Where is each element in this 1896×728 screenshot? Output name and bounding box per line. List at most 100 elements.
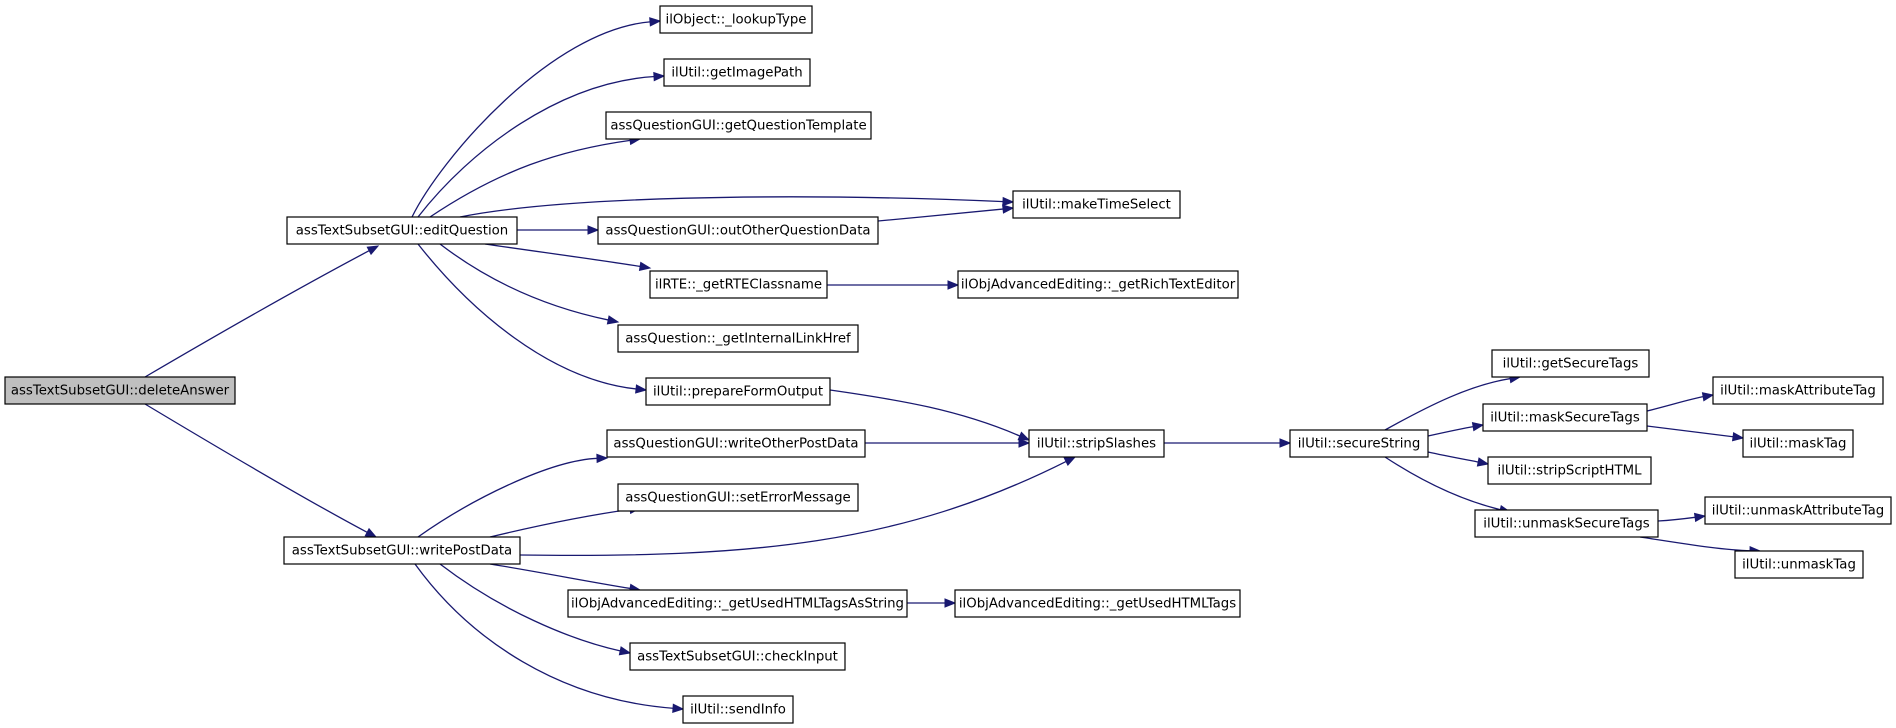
node-writePostData[interactable]: assTextSubsetGUI::writePostData	[283, 536, 521, 565]
edge-stripSlashes-to-secureString	[1164, 438, 1292, 448]
node-unmaskAttributeTag[interactable]: ilUtil::unmaskAttributeTag	[1704, 496, 1892, 525]
node-sendInfo[interactable]: ilUtil::sendInfo	[682, 695, 794, 724]
node-outOtherQuestionData[interactable]: assQuestionGUI::outOtherQuestionData	[597, 216, 879, 245]
edge-secureString-to-getSecureTags-line	[1384, 377, 1512, 431]
node-stripScriptHTML[interactable]: ilUtil::stripScriptHTML	[1487, 456, 1652, 485]
node-getImagePath[interactable]: ilUtil::getImagePath	[663, 58, 811, 87]
edge-editQuestion-to-getQuestionTemplate-line	[429, 139, 632, 218]
node-unmaskTag[interactable]: ilUtil::unmaskTag	[1734, 550, 1864, 579]
node-box-sendInfo[interactable]	[682, 695, 794, 724]
node-label-unmaskSecureTags: ilUtil::unmaskSecureTags	[1483, 517, 1649, 532]
node-label-checkInput: assTextSubsetGUI::checkInput	[637, 650, 838, 665]
node-checkInput[interactable]: assTextSubsetGUI::checkInput	[629, 642, 846, 671]
node-secureString[interactable]: ilUtil::secureString	[1289, 429, 1429, 458]
node-makeTimeSelect[interactable]: ilUtil::makeTimeSelect	[1012, 190, 1181, 219]
node-box-getQuestionTemplate[interactable]	[605, 111, 872, 140]
node-editQuestion[interactable]: assTextSubsetGUI::editQuestion	[286, 216, 518, 245]
edge-editQuestion-to-getRTEClassname	[484, 243, 652, 272]
edge-editQuestion-to-outOtherQuestionData-arrowhead	[587, 225, 600, 235]
node-label-outOtherQuestionData: assQuestionGUI::outOtherQuestionData	[605, 224, 870, 239]
edge-deleteAnswer-to-writePostData-arrowhead	[364, 527, 378, 538]
node-getUsedHTMLTagsAsString[interactable]: ilObjAdvancedEditing::_getUsedHTMLTagsAs…	[567, 589, 908, 618]
node-getUsedHTMLTags[interactable]: ilObjAdvancedEditing::_getUsedHTMLTags	[954, 589, 1241, 618]
edge-writeOtherPostData-to-stripSlashes	[865, 438, 1031, 448]
node-getRTEClassname[interactable]: ilRTE::_getRTEClassname	[649, 270, 828, 299]
node-box-getSecureTags[interactable]	[1491, 349, 1650, 378]
node-box-maskAttributeTag[interactable]	[1712, 376, 1884, 405]
node-label-maskTag: ilUtil::maskTag	[1750, 437, 1847, 452]
node-label-getSecureTags: ilUtil::getSecureTags	[1503, 357, 1639, 372]
node-box-unmaskSecureTags[interactable]	[1474, 509, 1659, 538]
edge-deleteAnswer-to-writePostData	[144, 403, 378, 538]
edge-editQuestion-to-lookupType-line	[411, 21, 652, 218]
node-stripSlashes[interactable]: ilUtil::stripSlashes	[1028, 429, 1165, 458]
node-label-maskAttributeTag: ilUtil::maskAttributeTag	[1720, 384, 1876, 399]
node-setErrorMessage[interactable]: assQuestionGUI::setErrorMessage	[617, 483, 859, 512]
node-label-secureString: ilUtil::secureString	[1298, 437, 1421, 452]
node-box-secureString[interactable]	[1289, 429, 1429, 458]
node-box-setErrorMessage[interactable]	[617, 483, 859, 512]
node-label-getUsedHTMLTags: ilObjAdvancedEditing::_getUsedHTMLTags	[959, 597, 1236, 612]
edge-unmaskSecureTags-to-unmaskAttributeTag-arrowhead	[1693, 512, 1707, 523]
node-box-unmaskTag[interactable]	[1734, 550, 1864, 579]
edge-editQuestion-to-getImagePath-line	[417, 75, 656, 218]
node-box-prepareFormOutput[interactable]	[645, 377, 831, 406]
node-label-makeTimeSelect: ilUtil::makeTimeSelect	[1022, 198, 1171, 213]
node-getInternalLinkHref[interactable]: assQuestion::_getInternalLinkHref	[617, 324, 859, 353]
edge-writePostData-to-sendInfo-line	[414, 563, 675, 709]
node-maskSecureTags[interactable]: ilUtil::maskSecureTags	[1482, 403, 1648, 432]
node-label-stripSlashes: ilUtil::stripSlashes	[1037, 437, 1156, 452]
edge-maskSecureTags-to-maskAttributeTag-arrowhead	[1701, 392, 1715, 402]
node-label-setErrorMessage: assQuestionGUI::setErrorMessage	[625, 491, 850, 506]
edge-getRTEClassname-to-getRichTextEditor-arrowhead	[947, 280, 960, 290]
node-box-stripScriptHTML[interactable]	[1487, 456, 1652, 485]
node-label-writePostData: assTextSubsetGUI::writePostData	[292, 544, 512, 559]
node-box-getImagePath[interactable]	[663, 58, 811, 87]
edge-writeOtherPostData-to-stripSlashes-arrowhead	[1018, 438, 1031, 448]
node-box-writeOtherPostData[interactable]	[606, 429, 866, 458]
node-box-getUsedHTMLTags[interactable]	[954, 589, 1241, 618]
edge-editQuestion-to-getImagePath-arrowhead	[653, 71, 666, 82]
node-writeOtherPostData[interactable]: assQuestionGUI::writeOtherPostData	[606, 429, 866, 458]
node-box-getInternalLinkHref[interactable]	[617, 324, 859, 353]
edge-editQuestion-to-lookupType-arrowhead	[649, 17, 662, 27]
node-box-checkInput[interactable]	[629, 642, 846, 671]
edge-maskSecureTags-to-maskAttributeTag	[1646, 392, 1715, 412]
node-box-deleteAnswer[interactable]	[4, 376, 236, 405]
node-label-getInternalLinkHref: assQuestion::_getInternalLinkHref	[625, 332, 851, 347]
node-box-maskSecureTags[interactable]	[1482, 403, 1648, 432]
edge-secureString-to-maskSecureTags	[1427, 422, 1485, 437]
node-deleteAnswer[interactable]: assTextSubsetGUI::deleteAnswer	[4, 376, 236, 405]
node-label-lookupType: ilObject::_lookupType	[666, 13, 807, 28]
edge-stripSlashes-to-secureString-arrowhead	[1279, 438, 1292, 448]
node-box-editQuestion[interactable]	[286, 216, 518, 245]
node-box-maskTag[interactable]	[1742, 429, 1854, 458]
node-unmaskSecureTags[interactable]: ilUtil::unmaskSecureTags	[1474, 509, 1659, 538]
node-box-lookupType[interactable]	[659, 5, 813, 34]
node-maskAttributeTag[interactable]: ilUtil::maskAttributeTag	[1712, 376, 1884, 405]
edge-editQuestion-to-getInternalLinkHref-arrowhead	[606, 315, 620, 325]
node-getRichTextEditor[interactable]: ilObjAdvancedEditing::_getRichTextEditor	[957, 270, 1239, 299]
node-getSecureTags[interactable]: ilUtil::getSecureTags	[1491, 349, 1650, 378]
node-box-getRichTextEditor[interactable]	[957, 270, 1239, 299]
node-maskTag[interactable]: ilUtil::maskTag	[1742, 429, 1854, 458]
edge-editQuestion-to-getRTEClassname-line	[484, 243, 642, 268]
node-box-outOtherQuestionData[interactable]	[597, 216, 879, 245]
node-box-stripSlashes[interactable]	[1028, 429, 1165, 458]
node-label-stripScriptHTML: ilUtil::stripScriptHTML	[1498, 464, 1643, 479]
node-box-getUsedHTMLTagsAsString[interactable]	[567, 589, 908, 618]
node-box-unmaskAttributeTag[interactable]	[1704, 496, 1892, 525]
edge-maskSecureTags-to-maskAttributeTag-line	[1646, 395, 1705, 412]
edge-getUsedHTMLTagsAsString-to-getUsedHTMLTags-arrowhead	[944, 598, 957, 608]
node-box-writePostData[interactable]	[283, 536, 521, 565]
node-box-getRTEClassname[interactable]	[649, 270, 828, 299]
node-prepareFormOutput[interactable]: ilUtil::prepareFormOutput	[645, 377, 831, 406]
node-label-prepareFormOutput: ilUtil::prepareFormOutput	[653, 385, 823, 400]
node-box-makeTimeSelect[interactable]	[1012, 190, 1181, 219]
node-label-getUsedHTMLTagsAsString: ilObjAdvancedEditing::_getUsedHTMLTagsAs…	[571, 597, 904, 612]
node-label-getRTEClassname: ilRTE::_getRTEClassname	[655, 278, 822, 293]
edge-secureString-to-maskSecureTags-line	[1427, 425, 1475, 437]
node-getQuestionTemplate[interactable]: assQuestionGUI::getQuestionTemplate	[605, 111, 872, 140]
node-lookupType[interactable]: ilObject::_lookupType	[659, 5, 813, 34]
edge-writePostData-to-checkInput-arrowhead	[618, 646, 632, 656]
